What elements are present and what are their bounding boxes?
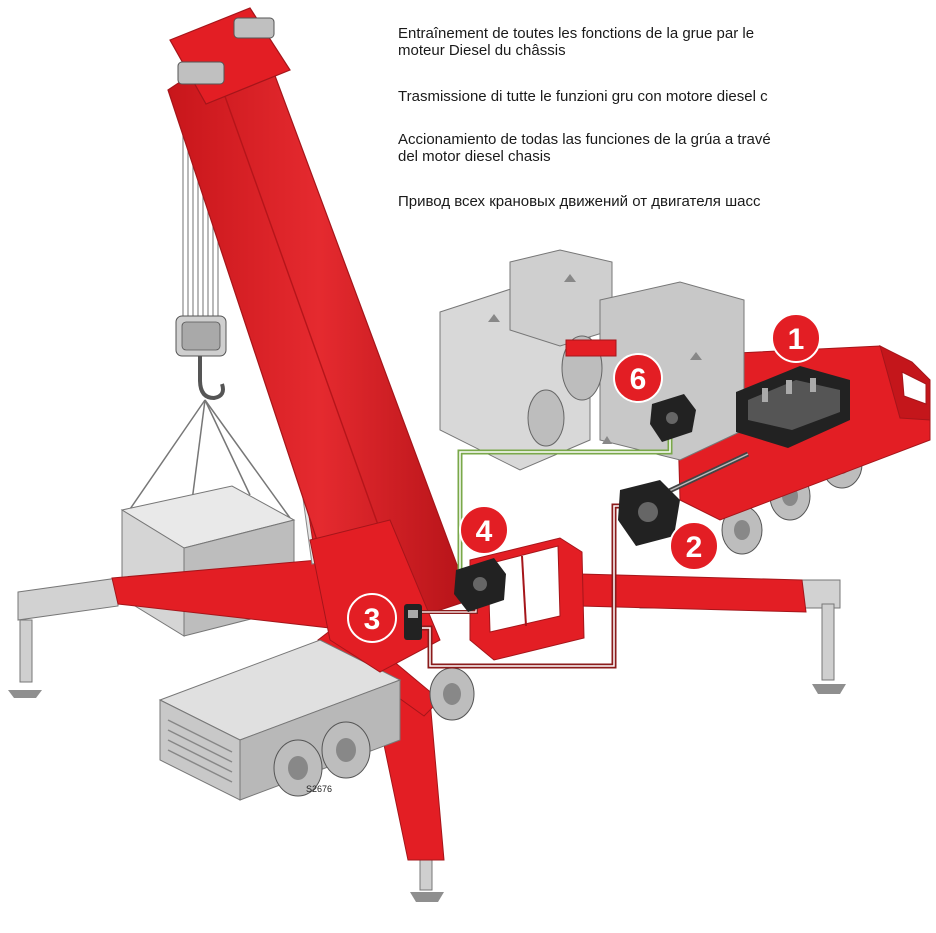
distribution-gearbox xyxy=(618,480,680,546)
pump-unit xyxy=(454,558,506,612)
callout-2: 2 xyxy=(669,521,719,571)
chassis-engine xyxy=(736,366,850,448)
upper-motor xyxy=(650,394,696,442)
svg-text:6: 6 xyxy=(630,363,647,396)
callout-4: 4 xyxy=(459,505,509,555)
caption-ru-line-1: Привод всех крановых движений от двигате… xyxy=(398,193,761,210)
winches xyxy=(527,335,617,447)
svg-text:4: 4 xyxy=(476,515,493,548)
boom-head-sheaves xyxy=(177,17,275,85)
svg-text:1: 1 xyxy=(788,323,805,356)
hook-block xyxy=(175,315,227,401)
callout-3: 3 xyxy=(347,593,397,643)
caption-ru: Привод всех крановых движений от двигате… xyxy=(398,193,760,210)
svg-text:2: 2 xyxy=(686,531,703,564)
front-cab-grille xyxy=(167,719,233,783)
caption-es: Accionamiento de todas las funciones de … xyxy=(398,131,771,165)
caption-it-line-1: Trasmissione di tutte le funzioni gru co… xyxy=(398,88,768,105)
reference-code: S2676 xyxy=(306,784,332,794)
caption-es-line-1: Accionamiento de todas las funciones de … xyxy=(398,131,771,148)
hydraulic-line-green xyxy=(457,430,673,580)
caption-it: Trasmissione di tutte le funzioni gru co… xyxy=(398,88,768,105)
callout-1: 1 xyxy=(771,313,821,363)
caption-es-line-2: del motor diesel chasis xyxy=(398,148,551,165)
caption-fr: Entraînement de toutes les fonctions de … xyxy=(398,25,754,59)
rotary-coupling xyxy=(404,604,422,640)
caption-fr-line-1: Entraînement de toutes les fonctions de … xyxy=(398,25,755,42)
caption-fr-line-2: moteur Diesel du châssis xyxy=(398,42,566,59)
callout-6: 6 xyxy=(613,353,663,403)
svg-text:3: 3 xyxy=(364,603,381,636)
